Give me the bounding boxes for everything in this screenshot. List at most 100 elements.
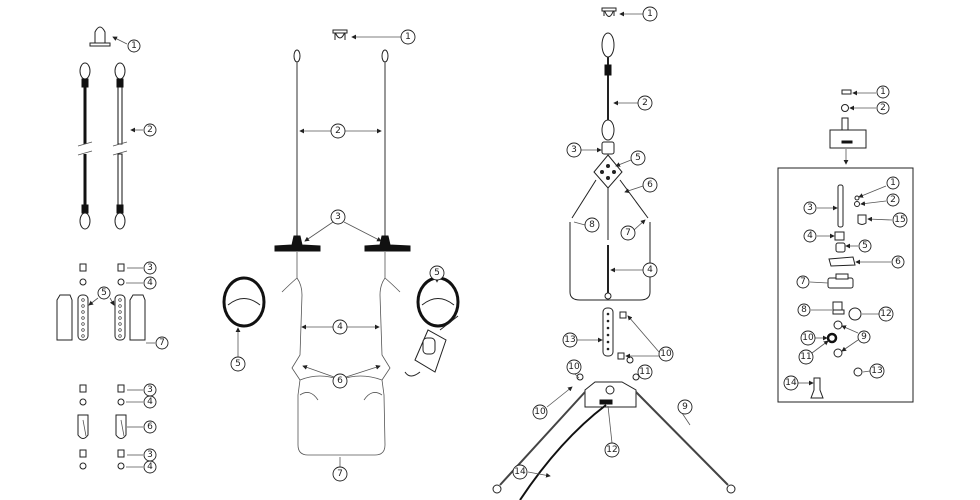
callout: 6 [143, 420, 157, 434]
svg-text:1: 1 [890, 178, 896, 188]
callout: 4 [143, 395, 157, 409]
svg-text:5: 5 [101, 288, 107, 298]
svg-text:10: 10 [802, 333, 814, 343]
callout: 10 [532, 404, 548, 420]
shackle-icon [601, 7, 617, 17]
callout: 14 [783, 375, 799, 391]
callout: 4 [642, 262, 658, 278]
callout: 11 [798, 349, 814, 365]
callout: 3 [803, 201, 817, 215]
svg-text:6: 6 [147, 422, 153, 432]
svg-text:4: 4 [147, 462, 153, 472]
callout: 5 [230, 356, 246, 372]
svg-text:7: 7 [625, 228, 631, 238]
svg-text:3: 3 [807, 203, 813, 213]
svg-text:1: 1 [880, 87, 886, 97]
svg-text:5: 5 [862, 241, 868, 251]
callout: 10 [800, 330, 816, 346]
sling-right [112, 62, 128, 230]
callout: 2 [886, 193, 900, 207]
svg-text:13: 13 [871, 366, 882, 376]
callout: 13 [562, 332, 578, 348]
callout: 3 [330, 209, 346, 225]
callout: 4 [143, 460, 157, 474]
svg-text:1: 1 [405, 32, 411, 42]
base-unit-top [829, 117, 867, 149]
callout: 12 [878, 306, 894, 322]
callout: 5 [429, 265, 445, 281]
exploded-view-box [777, 167, 914, 403]
grip-ring-left [222, 276, 266, 328]
plates [56, 294, 146, 341]
adjust-plate [576, 307, 640, 381]
svg-text:8: 8 [589, 220, 595, 230]
svg-text:10: 10 [660, 349, 672, 359]
svg-text:3: 3 [147, 450, 153, 460]
svg-text:3: 3 [147, 263, 153, 273]
callout: 2 [330, 123, 346, 139]
callout: 5 [97, 286, 111, 300]
callout: 9 [677, 399, 693, 415]
svg-text:4: 4 [337, 322, 343, 332]
callout: 6 [642, 177, 658, 193]
callout: 10 [658, 346, 674, 362]
svg-text:5: 5 [434, 268, 440, 278]
panel-harness: 1 2 3 4 5 5 6 7 [222, 29, 460, 482]
svg-text:12: 12 [606, 445, 617, 455]
callout: 13 [869, 363, 885, 379]
svg-text:4: 4 [807, 231, 813, 241]
t-bar-left [274, 235, 321, 252]
svg-text:2: 2 [147, 125, 153, 135]
callout: 7 [332, 466, 348, 482]
svg-text:4: 4 [647, 265, 653, 275]
callout: 2 [143, 123, 157, 137]
panel-slings: 1 2 3 4 5 7 3 4 6 3 4 [56, 26, 169, 474]
svg-text:2: 2 [890, 195, 896, 205]
bolts-washers-mid [79, 384, 125, 406]
bolts-washers-bottom [79, 449, 125, 470]
knot-detail [404, 315, 459, 377]
t-bar-right [364, 235, 411, 252]
svg-text:2: 2 [335, 126, 341, 136]
svg-text:14: 14 [785, 378, 797, 388]
panel-base-unit: 1 2 1 2 15 3 4 5 6 7 8 12 9 10 11 13 14 [777, 85, 914, 403]
harness-straps [281, 252, 401, 456]
callout: 4 [332, 319, 348, 335]
svg-text:4: 4 [147, 397, 153, 407]
wire-left [293, 49, 301, 236]
callout: 7 [796, 275, 810, 289]
callout: 10 [566, 359, 582, 375]
svg-text:9: 9 [861, 332, 867, 342]
svg-text:6: 6 [895, 257, 901, 267]
callout: 2 [637, 95, 653, 111]
svg-text:7: 7 [800, 277, 806, 287]
callout: 1 [642, 6, 658, 22]
callout: 3 [143, 383, 157, 397]
svg-text:13: 13 [564, 335, 575, 345]
callout: 7 [155, 336, 169, 350]
svg-text:10: 10 [534, 407, 546, 417]
exploded-leaders [798, 185, 893, 386]
callout: 11 [637, 364, 653, 380]
svg-text:6: 6 [337, 376, 343, 386]
svg-text:12: 12 [880, 309, 891, 319]
callout: 9 [857, 330, 871, 344]
callout: 1 [127, 39, 141, 53]
svg-text:1: 1 [131, 41, 137, 51]
wire-right [381, 49, 389, 236]
callout: 4 [143, 276, 157, 290]
callout: 3 [143, 448, 157, 462]
panel-lift-bag: 1 2 3 5 6 8 7 4 13 10 10 11 10 12 14 9 [492, 6, 736, 500]
clevis-pair [77, 414, 127, 439]
callout: 6 [891, 255, 905, 269]
svg-text:14: 14 [514, 467, 526, 477]
callout: 3 [566, 142, 582, 158]
cable [519, 404, 607, 500]
svg-text:3: 3 [147, 385, 153, 395]
callout: 15 [892, 212, 908, 228]
svg-text:10: 10 [568, 362, 580, 372]
svg-text:1: 1 [647, 9, 653, 19]
callout: 1 [876, 85, 890, 99]
svg-text:8: 8 [801, 305, 807, 315]
svg-text:3: 3 [335, 212, 341, 222]
